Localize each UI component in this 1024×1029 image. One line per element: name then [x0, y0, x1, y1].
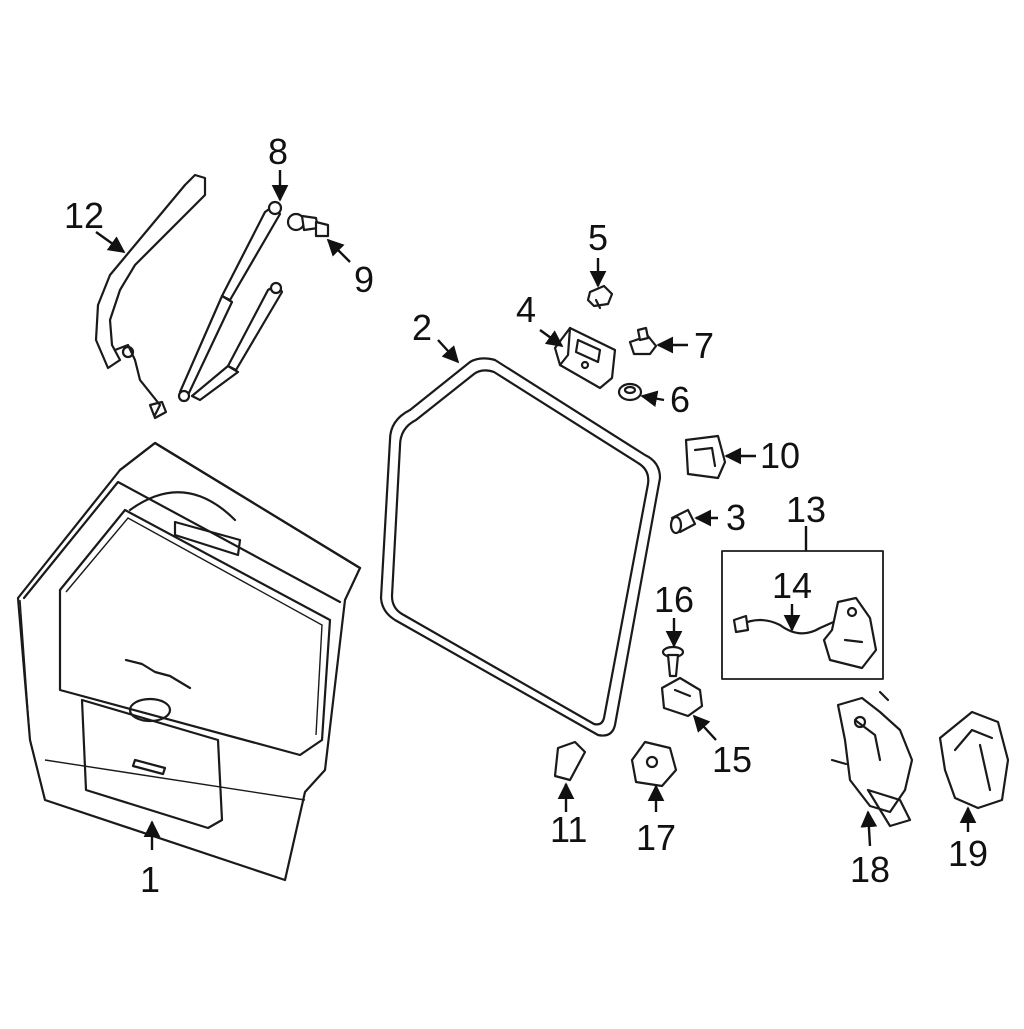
- part-1-liftgate: [16, 441, 362, 882]
- callout-8: 8: [268, 131, 288, 172]
- part-9-ball-stud: [286, 212, 330, 238]
- part-13-latch-assembly-box: [721, 550, 884, 680]
- part-19-cover-panel: [938, 710, 1010, 810]
- callout-15: 15: [712, 739, 752, 780]
- part-6-nut: [617, 382, 643, 402]
- callout-5: 5: [588, 217, 608, 258]
- leader-lines: [95, 170, 977, 850]
- part-2-weatherstrip: [379, 357, 662, 737]
- leader-2: [437, 339, 460, 364]
- callout-2: 2: [412, 307, 432, 348]
- part-8-support-strut-lower: [190, 281, 284, 402]
- callout-3: 3: [726, 497, 746, 538]
- leader-15: [692, 714, 717, 741]
- callout-19: 19: [948, 833, 988, 874]
- callout-16: 16: [654, 579, 694, 620]
- callout-18: 18: [850, 849, 890, 890]
- leader-9: [326, 238, 351, 263]
- part-17-latch: [630, 740, 678, 788]
- callout-1: 1: [140, 859, 160, 900]
- part-10-bracket: [684, 434, 727, 480]
- leader-4: [539, 329, 564, 347]
- part-8-support-strut: [177, 200, 283, 403]
- callout-11: 11: [550, 809, 587, 850]
- part-14-latch: [732, 596, 878, 670]
- callout-labels: 1 2 3 4 5 6 7 8 9 10 11 12 13 14 15 16 1…: [64, 131, 988, 900]
- callout-4: 4: [516, 289, 536, 330]
- callout-12: 12: [64, 195, 104, 236]
- callout-14: 14: [772, 565, 812, 606]
- part-15-striker: [660, 676, 704, 718]
- part-11-cover: [553, 740, 587, 782]
- callout-17: 17: [636, 817, 676, 858]
- callout-10: 10: [760, 435, 800, 476]
- leader-18: [860, 810, 878, 847]
- part-12-trim-molding: [94, 173, 207, 420]
- part-4-hinge: [553, 326, 617, 390]
- callout-7: 7: [694, 325, 714, 366]
- part-16-bolt: [661, 645, 685, 678]
- leader-6: [640, 390, 665, 407]
- callout-9: 9: [354, 259, 374, 300]
- callout-13: 13: [786, 489, 826, 530]
- part-7-bolt: [628, 326, 658, 356]
- part-5-bolt: [586, 284, 614, 310]
- part-3-bumper: [669, 508, 697, 535]
- leader-12: [95, 231, 126, 253]
- part-18-latch-motor: [830, 690, 914, 828]
- callout-6: 6: [670, 379, 690, 420]
